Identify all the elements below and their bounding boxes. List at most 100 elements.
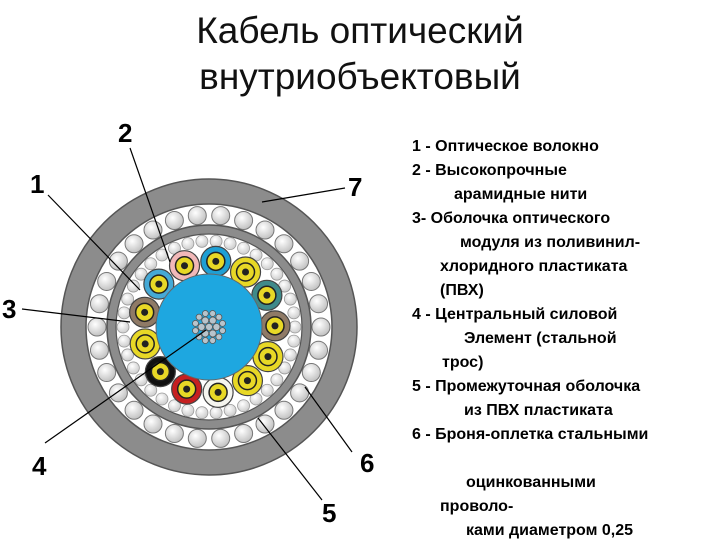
optical-fiber — [141, 340, 149, 348]
armor-bead — [211, 206, 231, 226]
leader-line-7 — [261, 187, 346, 203]
leader-line-3 — [21, 308, 131, 323]
legend-item-3-cont-3: (ПВХ) — [440, 282, 484, 299]
armor-bead — [143, 414, 163, 434]
wire-strand — [212, 323, 221, 331]
aramid-bead — [223, 403, 237, 417]
aramid-bead — [144, 257, 158, 271]
armor-bead — [124, 400, 144, 420]
aramid-yarn-beads — [116, 234, 302, 420]
armor-bead — [309, 294, 329, 314]
aramid-bead — [195, 406, 209, 420]
optical-fiber — [263, 291, 271, 299]
optical-fiber — [183, 385, 191, 393]
armor-bead — [108, 251, 128, 271]
armor-bead — [274, 400, 294, 420]
wire-strand — [205, 323, 213, 331]
wire-strand — [201, 310, 209, 317]
aramid-bead — [181, 403, 195, 417]
armor-bead — [97, 363, 117, 383]
legend-item-3: 3- Оболочка оптического — [412, 210, 611, 227]
title-line-2: внутриобъектовый — [199, 56, 521, 97]
aramid-bead — [223, 237, 237, 251]
wire-strand — [219, 327, 226, 335]
wire-strand — [219, 319, 226, 327]
armor-bead — [255, 220, 275, 240]
aramid-bead — [117, 306, 131, 320]
armor-bead — [309, 340, 329, 360]
leader-line-6 — [304, 386, 353, 453]
callout-1: 1 — [30, 169, 44, 199]
optical-fiber — [212, 257, 220, 265]
legend-item-2-cont: арамидные нити — [454, 186, 588, 203]
aramid-bead — [117, 334, 131, 348]
aramid-bead — [168, 399, 181, 413]
legend-item-1: 1 - Оптическое волокно — [412, 138, 599, 155]
wire-strand — [208, 329, 217, 338]
leader-line-1 — [47, 194, 141, 291]
optical-fiber — [264, 353, 272, 361]
armor-bead — [89, 294, 109, 314]
leader-line-2 — [129, 147, 171, 263]
armor-bead — [255, 414, 275, 434]
optical-fiber — [141, 308, 149, 316]
legend-item-6-cont-1: оцинкованными — [466, 474, 596, 491]
callout-5: 5 — [322, 498, 336, 528]
aramid-bead — [260, 383, 274, 397]
armor-bead — [97, 271, 117, 291]
armor-bead — [187, 428, 207, 448]
legend-item-4-cont-2: трос) — [442, 354, 484, 371]
armor-bead — [311, 317, 331, 337]
armor-braid-beads — [87, 206, 331, 448]
armor-bead — [87, 317, 107, 337]
callout-2: 2 — [118, 118, 132, 148]
armor-bead — [290, 383, 310, 403]
armor-bead — [301, 271, 321, 291]
legend-item-6: 6 - Броня-оплетка стальными — [412, 426, 649, 443]
legend-item-4: 4 - Центральный силовой — [412, 306, 618, 323]
aramid-bead — [283, 292, 297, 306]
aramid-bead — [237, 399, 250, 413]
aramid-bead — [270, 267, 284, 281]
optical-fiber — [214, 388, 222, 396]
wire-strand — [208, 316, 217, 325]
legend-item-6-cont-2: проволо- — [440, 498, 514, 515]
armor-bead — [274, 234, 294, 254]
legend-item-5-cont: из ПВХ пластиката — [464, 402, 613, 419]
aramid-bead — [155, 392, 169, 406]
aramid-bead — [237, 241, 250, 255]
wire-strand — [195, 313, 203, 321]
wire-strand — [197, 323, 206, 331]
legend-item-3-cont-2: хлоридного пластиката — [440, 258, 628, 275]
aramid-bead — [270, 373, 284, 387]
legend-item-5: 5 - Промежуточная оболочка — [412, 378, 641, 395]
title-line-1: Кабель оптический — [196, 10, 524, 51]
wire-strand — [192, 319, 199, 327]
aramid-bead — [287, 334, 301, 348]
aramid-bead — [121, 292, 135, 306]
armor-bead — [164, 424, 184, 444]
armor-bead — [234, 210, 254, 230]
armor-bead — [290, 251, 310, 271]
armor-bead — [301, 363, 321, 383]
optical-fiber — [155, 280, 163, 288]
aramid-bead — [116, 320, 130, 334]
optical-fiber — [242, 268, 250, 276]
aramid-bead — [181, 237, 195, 251]
aramid-bead — [288, 320, 302, 334]
wire-strand — [201, 316, 210, 325]
legend-item-2: 2 - Высокопрочные — [412, 162, 567, 179]
aramid-bead — [209, 234, 223, 248]
callout-3: 3 — [2, 294, 16, 324]
optical-modules — [129, 245, 291, 408]
optical-fiber — [181, 262, 189, 270]
aramid-bead — [126, 279, 140, 293]
callout-6: 6 — [360, 448, 374, 478]
armor-bead — [187, 206, 207, 226]
wire-strand — [215, 313, 223, 321]
aramid-bead — [121, 348, 135, 362]
leader-line-4 — [44, 329, 207, 444]
wire-strand — [192, 327, 199, 335]
armor-bead — [124, 234, 144, 254]
